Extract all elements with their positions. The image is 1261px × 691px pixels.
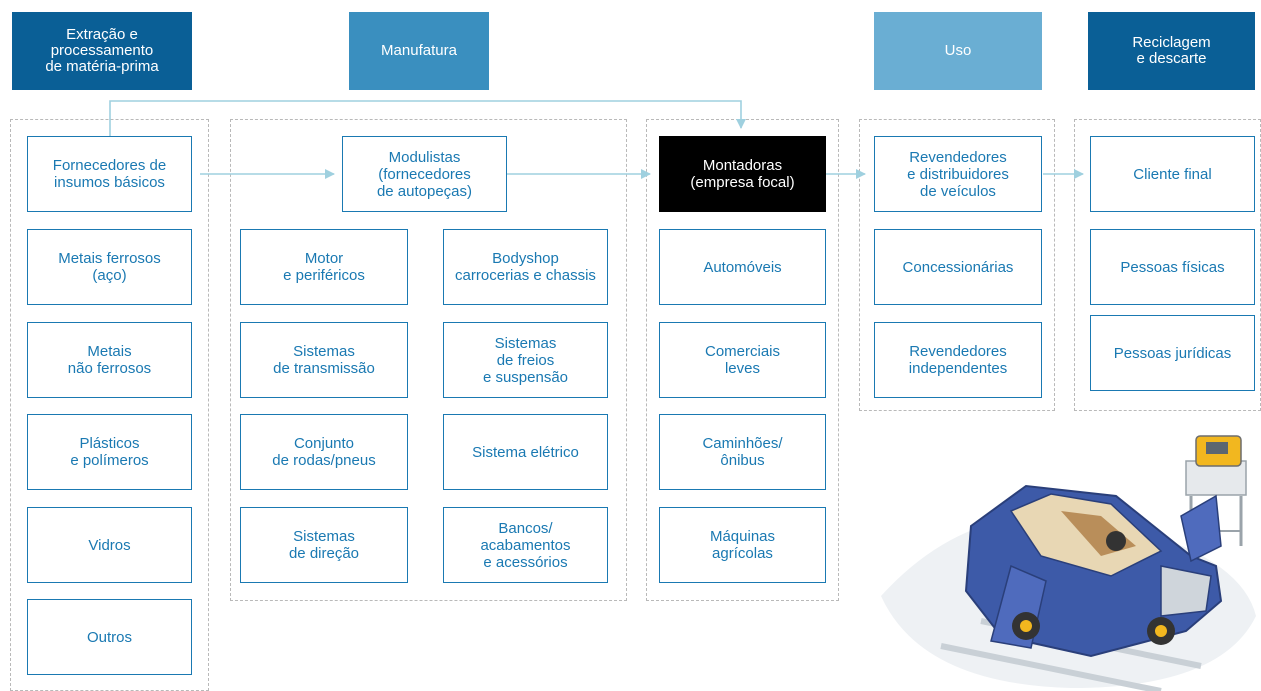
- node-modulistas-item: Sistemas de transmissão: [240, 322, 408, 398]
- node-modulistas-item: Bodyshop carrocerias e chassis: [443, 229, 608, 305]
- node-montadoras-item: Caminhões/ ônibus: [659, 414, 826, 490]
- header-manufatura: Manufatura: [349, 12, 489, 90]
- node-montadoras-item: Comerciais leves: [659, 322, 826, 398]
- machine-stand-icon: [1185, 435, 1247, 546]
- node-montadoras-item: Automóveis: [659, 229, 826, 305]
- node-modulistas-item: Sistemas de freios e suspensão: [443, 322, 608, 398]
- node-modulistas-item: Motor e periféricos: [240, 229, 408, 305]
- frame-modulistas: [230, 119, 627, 601]
- node-supply-item: Metais não ferrosos: [27, 322, 192, 398]
- node-fornecedores: Fornecedores de insumos básicos: [27, 136, 192, 212]
- node-supply-item: Outros: [27, 599, 192, 675]
- node-cliente-final: Cliente final: [1090, 136, 1255, 212]
- node-montadoras-focal: Montadoras (empresa focal): [659, 136, 826, 212]
- node-modulistas-item: Sistemas de direção: [240, 507, 408, 583]
- node-supply-item: Vidros: [27, 507, 192, 583]
- node-modulistas-item: Sistema elétrico: [443, 414, 608, 490]
- header-uso: Uso: [874, 12, 1042, 90]
- car-assembly-illustration: [881, 435, 1256, 691]
- node-revendedores-item: Revendedores independentes: [874, 322, 1042, 398]
- node-revendedores: Revendedores e distribuidores de veículo…: [874, 136, 1042, 212]
- node-supply-item: Plásticos e polímeros: [27, 414, 192, 490]
- node-modulistas-item: Conjunto de rodas/pneus: [240, 414, 408, 490]
- node-montadoras-item: Máquinas agrícolas: [659, 507, 826, 583]
- header-reciclagem: Reciclagem e descarte: [1088, 12, 1255, 90]
- node-modulistas: Modulistas (fornecedores de autopeças): [342, 136, 507, 212]
- frame-revendedores: [859, 119, 1055, 411]
- node-cliente-item: Pessoas físicas: [1090, 229, 1255, 305]
- node-cliente-item: Pessoas jurídicas: [1090, 315, 1255, 391]
- node-revendedores-item: Concessionárias: [874, 229, 1042, 305]
- node-supply-item: Metais ferrosos (aço): [27, 229, 192, 305]
- link-supply-to-montadoras: [109, 100, 746, 136]
- header-extracao: Extração e processamento de matéria-prim…: [12, 12, 192, 90]
- node-modulistas-item: Bancos/ acabamentos e acessórios: [443, 507, 608, 583]
- car-body-icon: [964, 484, 1223, 658]
